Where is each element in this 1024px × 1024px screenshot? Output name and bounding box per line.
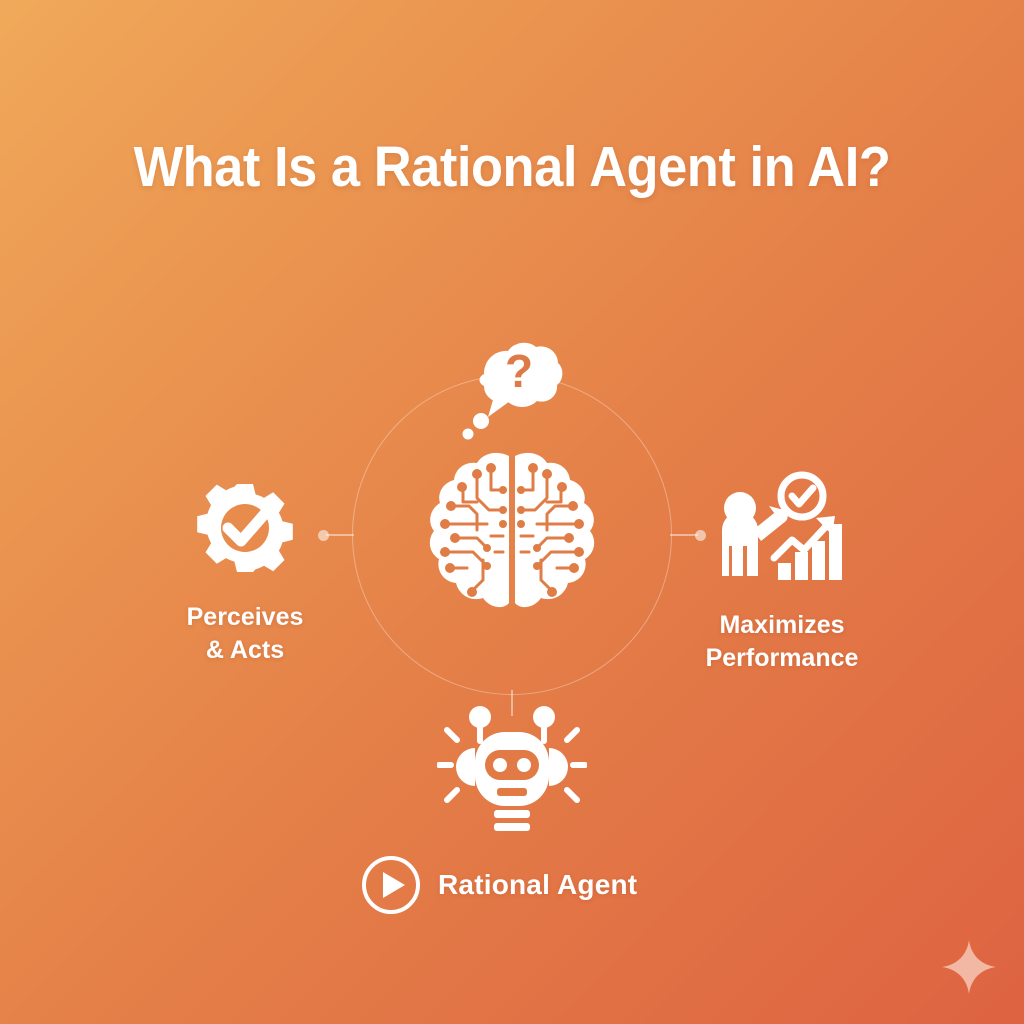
node-perceives-acts[interactable]: Perceives & Acts — [145, 478, 345, 667]
connector-line-bottom — [511, 690, 513, 716]
play-triangle-icon — [383, 872, 405, 898]
node-left-label-line2: & Acts — [205, 636, 285, 664]
connector-line-right — [670, 534, 698, 536]
presenter-growth-chart-icon — [712, 468, 852, 593]
node-left-label: Perceives & Acts — [187, 601, 304, 667]
ai-brain-circuit-icon — [417, 440, 607, 630]
connector-dot-left — [318, 530, 329, 541]
robot-head-icon — [436, 700, 588, 835]
node-left-label-line1: Perceives — [186, 603, 304, 631]
caption-text: Rational Agent — [438, 869, 638, 900]
thought-bubble-question-icon: ? — [448, 330, 568, 440]
connector-dot-right — [695, 530, 706, 541]
node-right-label-line2: Performance — [705, 644, 859, 672]
caption-rational-agent[interactable]: Rational Agent — [362, 856, 637, 914]
node-maximizes-performance[interactable]: Maximizes Performance — [682, 468, 882, 675]
thought-question-glyph: ? — [505, 345, 533, 397]
connector-line-left — [326, 534, 354, 536]
play-circle-icon[interactable] — [362, 856, 420, 914]
gear-check-icon — [195, 478, 295, 583]
page-title: What Is a Rational Agent in AI? — [133, 135, 891, 199]
sparkle-star-icon — [940, 938, 998, 996]
node-right-label-line1: Maximizes — [719, 611, 845, 639]
node-right-label: Maximizes Performance — [706, 609, 859, 675]
